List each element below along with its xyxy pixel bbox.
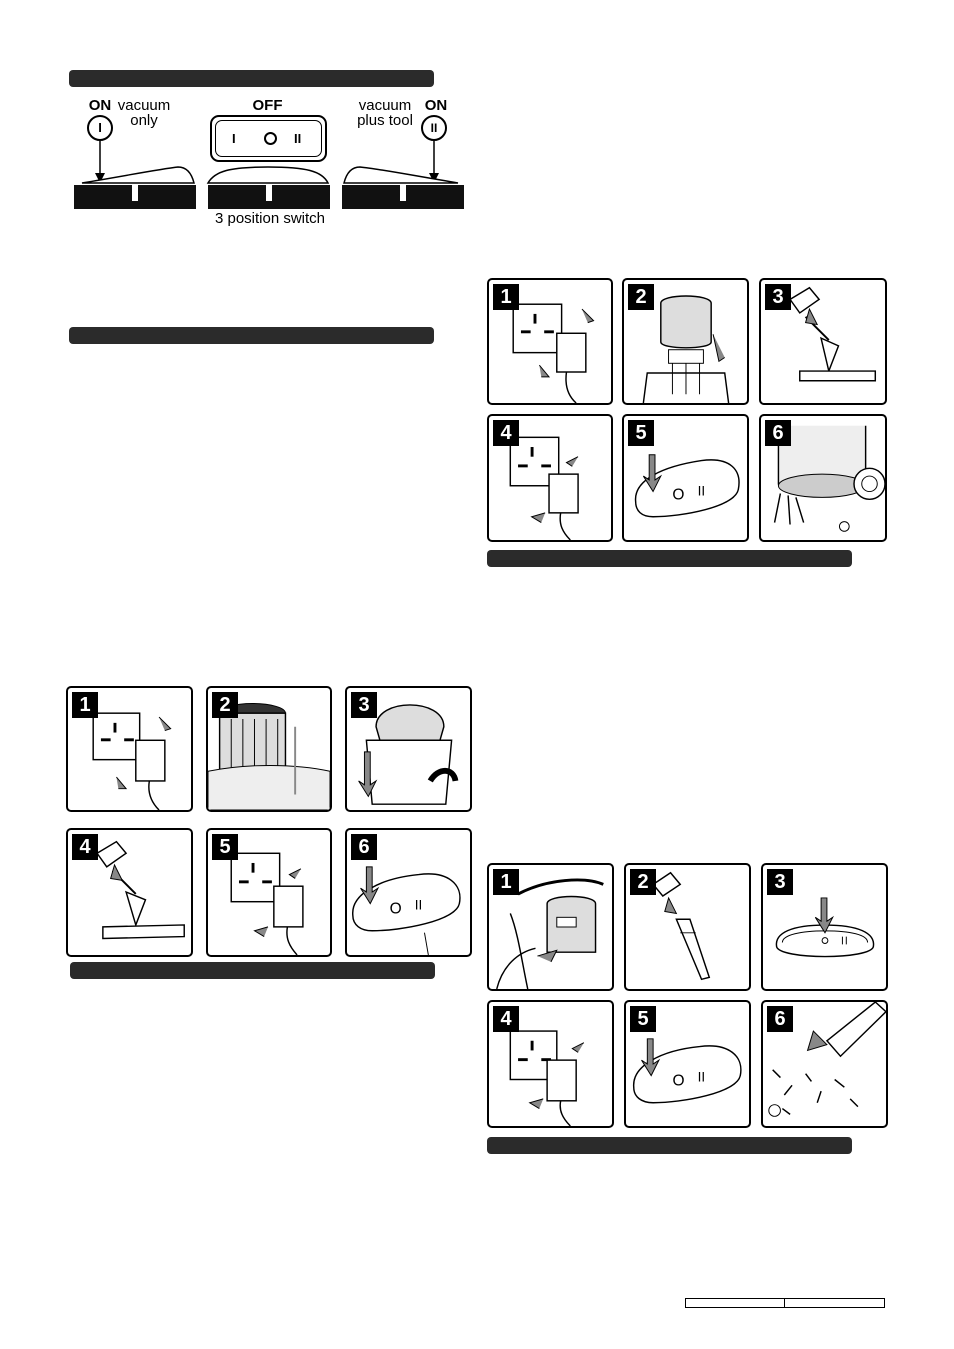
group-c-step-6: 6	[761, 1000, 888, 1128]
step-number: 6	[765, 420, 791, 446]
svg-text:II: II	[415, 897, 423, 912]
position-two-icon: II	[421, 115, 447, 141]
group-b-step-6: O II 6	[345, 828, 472, 957]
svg-text:II: II	[698, 1069, 706, 1084]
section-header-bar-1	[69, 70, 434, 87]
step-number: 6	[351, 834, 377, 860]
group-b-step-5: 5	[206, 828, 332, 957]
group-c-step-5: O II 5	[624, 1000, 751, 1128]
group-b-step-4: 4	[66, 828, 193, 957]
section-header-bar-4	[70, 962, 435, 979]
step-number: 5	[628, 420, 654, 446]
switch-caption: 3 position switch	[214, 210, 326, 227]
svg-text:O: O	[672, 486, 684, 503]
group-a-step-1: 1	[487, 278, 613, 405]
switch-symbol-off	[264, 132, 277, 145]
group-b-step-1: 1	[66, 686, 193, 812]
switch-symbol-one: I	[232, 131, 236, 146]
group-b-step-3: 3	[345, 686, 472, 812]
step-number: 1	[72, 692, 98, 718]
group-c-step-4: 4	[487, 1000, 614, 1128]
on-left-label: ON	[88, 97, 112, 114]
step-number: 3	[765, 284, 791, 310]
step-number: 2	[628, 284, 654, 310]
group-a-step-3: 3	[759, 278, 887, 405]
step-number: 4	[493, 420, 519, 446]
group-c-step-3: 3	[761, 863, 888, 991]
step-number: 3	[351, 692, 377, 718]
group-a-step-2: 2	[622, 278, 749, 405]
step-number: 3	[767, 869, 793, 895]
section-header-bar-2	[69, 327, 434, 344]
section-header-bar-3	[487, 550, 852, 567]
footer-reference-box	[685, 1298, 885, 1308]
step-number: 1	[493, 284, 519, 310]
step-number: 2	[630, 869, 656, 895]
step-number: 1	[493, 869, 519, 895]
step-number: 5	[212, 834, 238, 860]
group-b-step-2: 2	[206, 686, 332, 812]
off-label: OFF	[252, 97, 283, 114]
group-a-step-4: 4	[487, 414, 613, 542]
step-number: 5	[630, 1006, 656, 1032]
step-number: 2	[212, 692, 238, 718]
step-number: 4	[493, 1006, 519, 1032]
position-one-icon: I	[87, 115, 113, 141]
rocker-switch-drawings	[74, 141, 464, 209]
svg-text:O: O	[390, 900, 402, 917]
vacuum-plus-tool-label: vacuum plus tool	[357, 97, 413, 129]
group-a-step-6: 6	[759, 414, 887, 542]
step-number: 6	[767, 1006, 793, 1032]
group-c-step-2: 2	[624, 863, 751, 991]
switch-symbol-two: II	[294, 131, 302, 146]
group-a-step-5: O II 5	[622, 414, 749, 542]
switch-diagram: ON vacuum only OFF vacuum plus tool ON I…	[70, 95, 470, 235]
vacuum-only-label: vacuum only	[117, 97, 171, 129]
svg-text:II: II	[698, 483, 706, 498]
svg-text:O: O	[672, 1072, 684, 1089]
section-header-bar-5	[487, 1137, 852, 1154]
group-c-step-1: 1	[487, 863, 614, 991]
switch-face: I II	[210, 115, 327, 162]
step-number: 4	[72, 834, 98, 860]
on-right-label: ON	[424, 97, 448, 114]
